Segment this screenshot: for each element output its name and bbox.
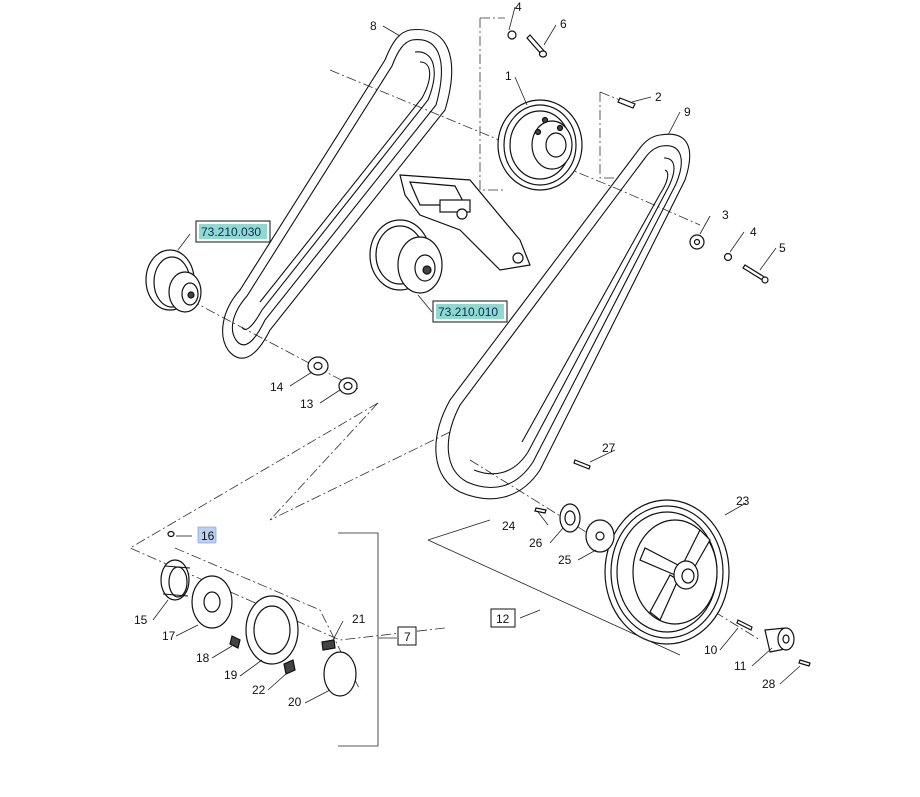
pulley-23	[604, 499, 730, 645]
group-bracket-12	[427, 519, 681, 656]
callout-8: 8	[370, 19, 377, 33]
callout-12-box: 12	[490, 608, 516, 628]
belt-8	[222, 29, 453, 359]
callout-5: 5	[779, 241, 786, 255]
callout-25: 25	[558, 553, 572, 567]
callout-15: 15	[134, 613, 148, 627]
hardware-top	[507, 30, 769, 284]
callout-19: 19	[224, 668, 238, 682]
callout-9: 9	[684, 105, 691, 119]
callout-3: 3	[722, 208, 729, 222]
belt-9	[435, 133, 691, 500]
tensioner-assembly	[369, 174, 531, 294]
callout-23: 23	[736, 494, 750, 508]
callout-16: 16	[201, 529, 215, 543]
callout-13: 13	[300, 397, 314, 411]
sprocket-26-plate-25	[534, 459, 615, 553]
leader-lines	[152, 6, 801, 704]
clutch-parts	[160, 530, 357, 697]
callout-22: 22	[252, 683, 266, 697]
callout-1: 1	[505, 69, 512, 83]
callout-16-highlight[interactable]: 16	[197, 526, 217, 544]
callout-4-top: 4	[515, 0, 522, 14]
callout-labels: 8 4 6 1 2 9 3 4 5 14 13 27 23 24 26 25 1…	[134, 0, 786, 709]
crank-pulley	[145, 249, 202, 313]
callout-26: 26	[529, 536, 543, 550]
callout-21: 21	[352, 612, 366, 626]
callout-28: 28	[762, 677, 776, 691]
group-bracket-7	[338, 532, 397, 747]
callout-24: 24	[502, 519, 516, 533]
callout-27: 27	[602, 441, 616, 455]
callout-6: 6	[560, 17, 567, 31]
callout-20: 20	[288, 695, 302, 709]
spacers-13-14	[307, 356, 358, 395]
pulley-1	[497, 99, 583, 191]
reference-label-73-210-030: 73.210.030	[201, 225, 261, 239]
callout-2: 2	[655, 90, 662, 104]
callout-7: 7	[404, 630, 411, 644]
callout-7-box: 7	[397, 626, 417, 646]
reference-label-73-210-010: 73.210.010	[438, 305, 498, 319]
callout-10: 10	[704, 643, 718, 657]
callout-4-right: 4	[750, 225, 757, 239]
callout-14: 14	[270, 380, 284, 394]
callout-11: 11	[734, 659, 747, 673]
callout-18: 18	[196, 651, 210, 665]
callout-17: 17	[162, 629, 176, 643]
callout-12: 12	[496, 612, 510, 626]
hub-11-parts	[736, 619, 811, 667]
reference-link-73-210-010[interactable]: 73.210.010	[432, 300, 508, 323]
reference-link-73-210-030[interactable]: 73.210.030	[195, 220, 271, 243]
